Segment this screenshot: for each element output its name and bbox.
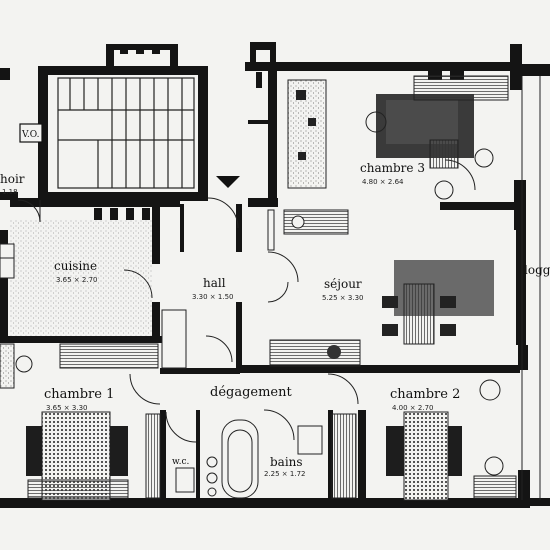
walls xyxy=(0,42,550,508)
room-dims-cuisine: 3.65 × 2.70 xyxy=(56,276,98,284)
chambre1-furniture xyxy=(0,343,161,501)
room-label-hall: hall xyxy=(203,276,226,290)
vo-box xyxy=(19,123,43,143)
chambre2-furniture xyxy=(386,379,517,501)
room-label-chambre1: chambre 1 xyxy=(44,387,114,402)
chambre3-furniture xyxy=(283,75,509,235)
staircase xyxy=(57,77,195,189)
windows xyxy=(94,44,464,220)
kitchen-fixtures xyxy=(0,220,152,336)
room-dims-chambre2: 4.00 × 2.70 xyxy=(392,404,434,412)
room-dims-sechoir: 1.18 xyxy=(2,188,18,196)
room-label-degagement: dégagement xyxy=(210,385,292,400)
room-dims-bains: 2.25 × 1.72 xyxy=(264,470,306,478)
hall-fixtures xyxy=(161,209,275,369)
room-label-chambre2: chambre 2 xyxy=(390,387,460,402)
room-dims-hall: 3.30 × 1.50 xyxy=(192,293,234,301)
sejour-furniture xyxy=(269,260,494,367)
room-label-sejour: séjour xyxy=(324,277,362,291)
room-dims-chambre3: 4.80 × 2.64 xyxy=(362,178,404,186)
room-label-loggia: logg xyxy=(524,263,550,277)
entrance-arrow-icon xyxy=(216,176,240,188)
bathroom-fixtures xyxy=(175,413,357,499)
vo-label: V.O. xyxy=(21,130,40,140)
room-label-wc: w.c. xyxy=(172,457,190,467)
room-labels: hall 3.30 × 1.50 cuisine 3.65 × 2.70 séj… xyxy=(0,130,550,478)
loggia-edge xyxy=(521,76,541,500)
room-dims-sejour: 5.25 × 3.30 xyxy=(322,294,364,302)
room-label-chambre3: chambre 3 xyxy=(360,161,425,175)
room-label-cuisine: cuisine xyxy=(54,259,97,273)
room-label-sechoir: hoir xyxy=(0,172,25,186)
room-label-bains: bains xyxy=(270,455,303,469)
room-dims-chambre1: 3.65 × 3.30 xyxy=(46,404,88,412)
